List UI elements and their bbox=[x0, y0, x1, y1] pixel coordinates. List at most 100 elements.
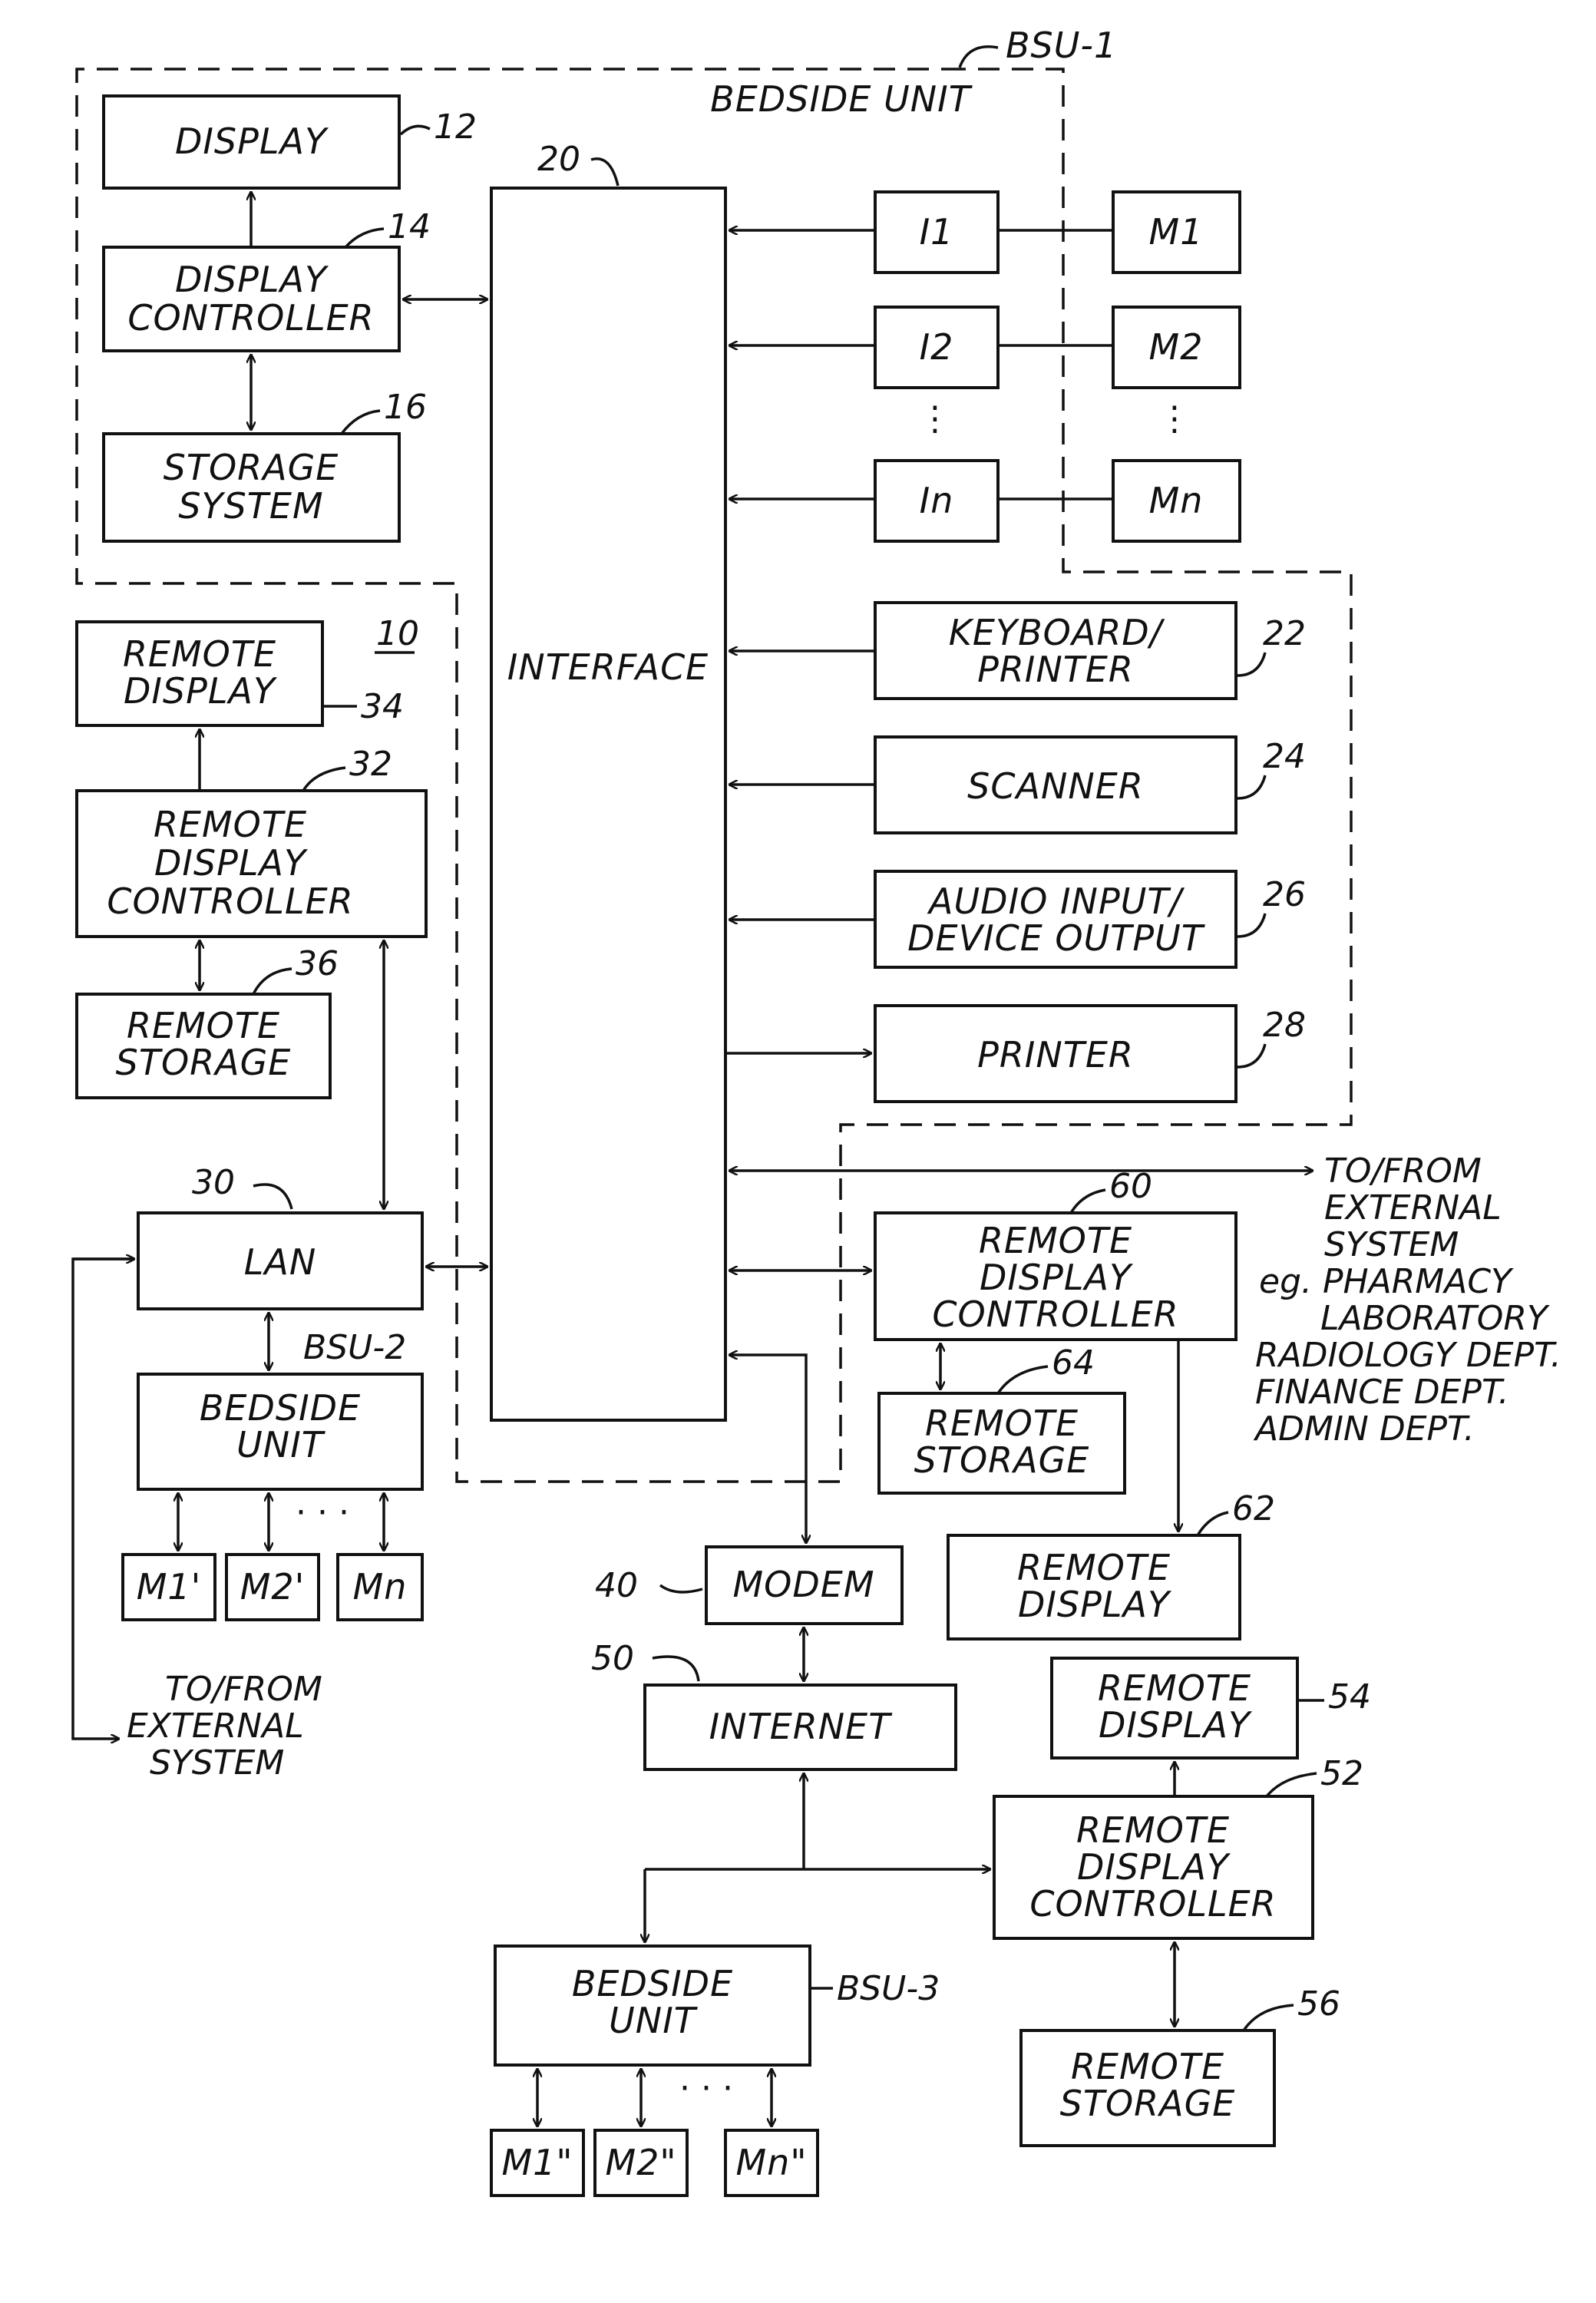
rdc60-label-1: REMOTE bbox=[979, 1220, 1132, 1261]
rs36-label-2: STORAGE bbox=[116, 1042, 292, 1083]
rd62-label-1: REMOTE bbox=[1017, 1547, 1171, 1588]
ref-bsu-3: BSU-3 bbox=[837, 1969, 940, 2008]
rdc52-label-2: DISPLAY bbox=[1077, 1846, 1231, 1888]
ext-note-line-5: LABORATORY bbox=[1320, 1299, 1550, 1338]
mnp-label: Mn bbox=[353, 1566, 408, 1607]
ext-note-line-3: SYSTEM bbox=[1324, 1225, 1459, 1264]
display-controller-label-2: CONTROLLER bbox=[127, 297, 374, 339]
in-block: In bbox=[875, 461, 998, 541]
remote-storage-36-block: REMOTE STORAGE bbox=[77, 994, 330, 1098]
ref-64: 64 bbox=[1052, 1343, 1095, 1383]
rs36-label-1: REMOTE bbox=[127, 1005, 280, 1046]
keyboard-printer-block: KEYBOARD/ PRINTER bbox=[875, 603, 1236, 699]
bsu2-label-1: BEDSIDE bbox=[200, 1387, 361, 1429]
printer-label: PRINTER bbox=[977, 1034, 1134, 1076]
audio-io-label-1: AUDIO INPUT/ bbox=[927, 881, 1185, 922]
ext-note-line-1: TO/FROM bbox=[1324, 1152, 1482, 1191]
m1-prime-block: M1' bbox=[123, 1555, 215, 1620]
rs64-label-1: REMOTE bbox=[925, 1403, 1079, 1444]
ref-22: 22 bbox=[1263, 614, 1306, 653]
rs56-label-1: REMOTE bbox=[1071, 2046, 1224, 2087]
audio-io-label-2: DEVICE OUTPUT bbox=[907, 917, 1206, 959]
rdc52-label-1: REMOTE bbox=[1076, 1809, 1230, 1851]
display-controller-label-1: DISPLAY bbox=[175, 259, 329, 300]
system-ref-10: 10 bbox=[376, 614, 419, 653]
bsu2-label-2: UNIT bbox=[236, 1424, 326, 1465]
bedside-unit-2-block: BEDSIDE UNIT bbox=[138, 1374, 422, 1489]
bsu-1-ref: BSU-1 bbox=[1006, 25, 1117, 66]
remote-display-controller-52-block: REMOTE DISPLAY CONTROLLER bbox=[994, 1796, 1313, 1938]
rd34-label-2: DISPLAY bbox=[124, 670, 278, 712]
rd54-label-1: REMOTE bbox=[1098, 1667, 1251, 1709]
i-vertical-ellipsis: ⋮ bbox=[918, 399, 952, 438]
remote-display-34-block: REMOTE DISPLAY bbox=[77, 622, 322, 725]
display-controller-block: DISPLAY CONTROLLER bbox=[104, 247, 399, 351]
m-vertical-ellipsis: ⋮ bbox=[1158, 399, 1191, 438]
lan-ext-note-1: TO/FROM bbox=[165, 1670, 322, 1709]
m2-prime-block: M2' bbox=[226, 1555, 319, 1620]
bsu3-ellipsis: · · · bbox=[679, 2069, 733, 2108]
i1-label: I1 bbox=[920, 211, 954, 253]
ref-28: 28 bbox=[1263, 1006, 1306, 1045]
m1pp-label: M1" bbox=[501, 2142, 573, 2183]
storage-system-block: STORAGE SYSTEM bbox=[104, 434, 399, 541]
rdc32-label-2: DISPLAY bbox=[154, 842, 309, 884]
ref-bsu-2: BSU-2 bbox=[303, 1328, 406, 1367]
ref-50: 50 bbox=[591, 1639, 634, 1678]
modem-block: MODEM bbox=[706, 1547, 902, 1624]
remote-display-62-block: REMOTE DISPLAY bbox=[948, 1535, 1240, 1639]
mn-block: Mn bbox=[1113, 461, 1240, 541]
rdc52-label-3: CONTROLLER bbox=[1029, 1883, 1276, 1925]
bsu3-label-2: UNIT bbox=[609, 2000, 699, 2041]
storage-system-label-1: STORAGE bbox=[164, 447, 339, 488]
rdc60-label-3: CONTROLLER bbox=[932, 1294, 1178, 1335]
ref-30: 30 bbox=[192, 1163, 235, 1202]
ref-62: 62 bbox=[1232, 1489, 1275, 1528]
ext-note-line-7: FINANCE DEPT. bbox=[1255, 1373, 1509, 1412]
mn-double-prime-block: Mn" bbox=[725, 2130, 818, 2196]
modem-label: MODEM bbox=[732, 1564, 874, 1605]
ext-note-line-2: EXTERNAL bbox=[1324, 1188, 1502, 1227]
ref-54: 54 bbox=[1328, 1677, 1371, 1717]
keyboard-printer-label-2: PRINTER bbox=[977, 649, 1134, 690]
ref-56: 56 bbox=[1297, 1984, 1340, 2024]
m1-label: M1 bbox=[1149, 211, 1204, 253]
storage-system-label-2: SYSTEM bbox=[178, 485, 323, 527]
ext-note-line-6: RADIOLOGY DEPT. bbox=[1255, 1336, 1561, 1375]
m2-block: M2 bbox=[1113, 307, 1240, 388]
ext-note-line-4: eg. PHARMACY bbox=[1259, 1262, 1514, 1301]
bsu-1-title: BEDSIDE UNIT bbox=[710, 78, 973, 120]
i2-label: I2 bbox=[920, 326, 954, 368]
m1p-label: M1' bbox=[137, 1566, 202, 1607]
m1-double-prime-block: M1" bbox=[491, 2130, 583, 2196]
rdc32-label-3: CONTROLLER bbox=[107, 881, 353, 922]
mnpp-label: Mn" bbox=[735, 2142, 807, 2183]
remote-display-controller-60-block: REMOTE DISPLAY CONTROLLER bbox=[875, 1213, 1236, 1340]
ref-34: 34 bbox=[361, 687, 404, 726]
lan-ext-note-2: EXTERNAL bbox=[127, 1707, 304, 1746]
m2-label: M2 bbox=[1149, 326, 1204, 368]
ref-32: 32 bbox=[349, 745, 392, 784]
rs56-label-2: STORAGE bbox=[1060, 2083, 1236, 2124]
remote-display-54-block: REMOTE DISPLAY bbox=[1052, 1658, 1297, 1758]
ref-24: 24 bbox=[1263, 737, 1306, 776]
in-label: In bbox=[920, 480, 954, 521]
ref-20: 20 bbox=[537, 140, 580, 179]
display-label: DISPLAY bbox=[175, 121, 329, 162]
ref-52: 52 bbox=[1320, 1754, 1363, 1793]
bedside-unit-3-block: BEDSIDE UNIT bbox=[495, 1946, 810, 2065]
rs64-label-2: STORAGE bbox=[914, 1439, 1090, 1481]
m2pp-label: M2" bbox=[605, 2142, 676, 2183]
display-block: DISPLAY bbox=[104, 96, 399, 188]
interface-label: INTERFACE bbox=[507, 646, 709, 688]
remote-storage-56-block: REMOTE STORAGE bbox=[1021, 2030, 1274, 2146]
ref-36: 36 bbox=[296, 944, 339, 983]
scanner-label: SCANNER bbox=[967, 765, 1144, 807]
m2p-label: M2' bbox=[240, 1566, 306, 1607]
ref-14: 14 bbox=[388, 207, 431, 246]
keyboard-printer-label-1: KEYBOARD/ bbox=[949, 612, 1165, 653]
rd62-label-2: DISPLAY bbox=[1018, 1584, 1172, 1625]
ref-12: 12 bbox=[434, 107, 477, 147]
audio-io-block: AUDIO INPUT/ DEVICE OUTPUT bbox=[875, 871, 1236, 967]
